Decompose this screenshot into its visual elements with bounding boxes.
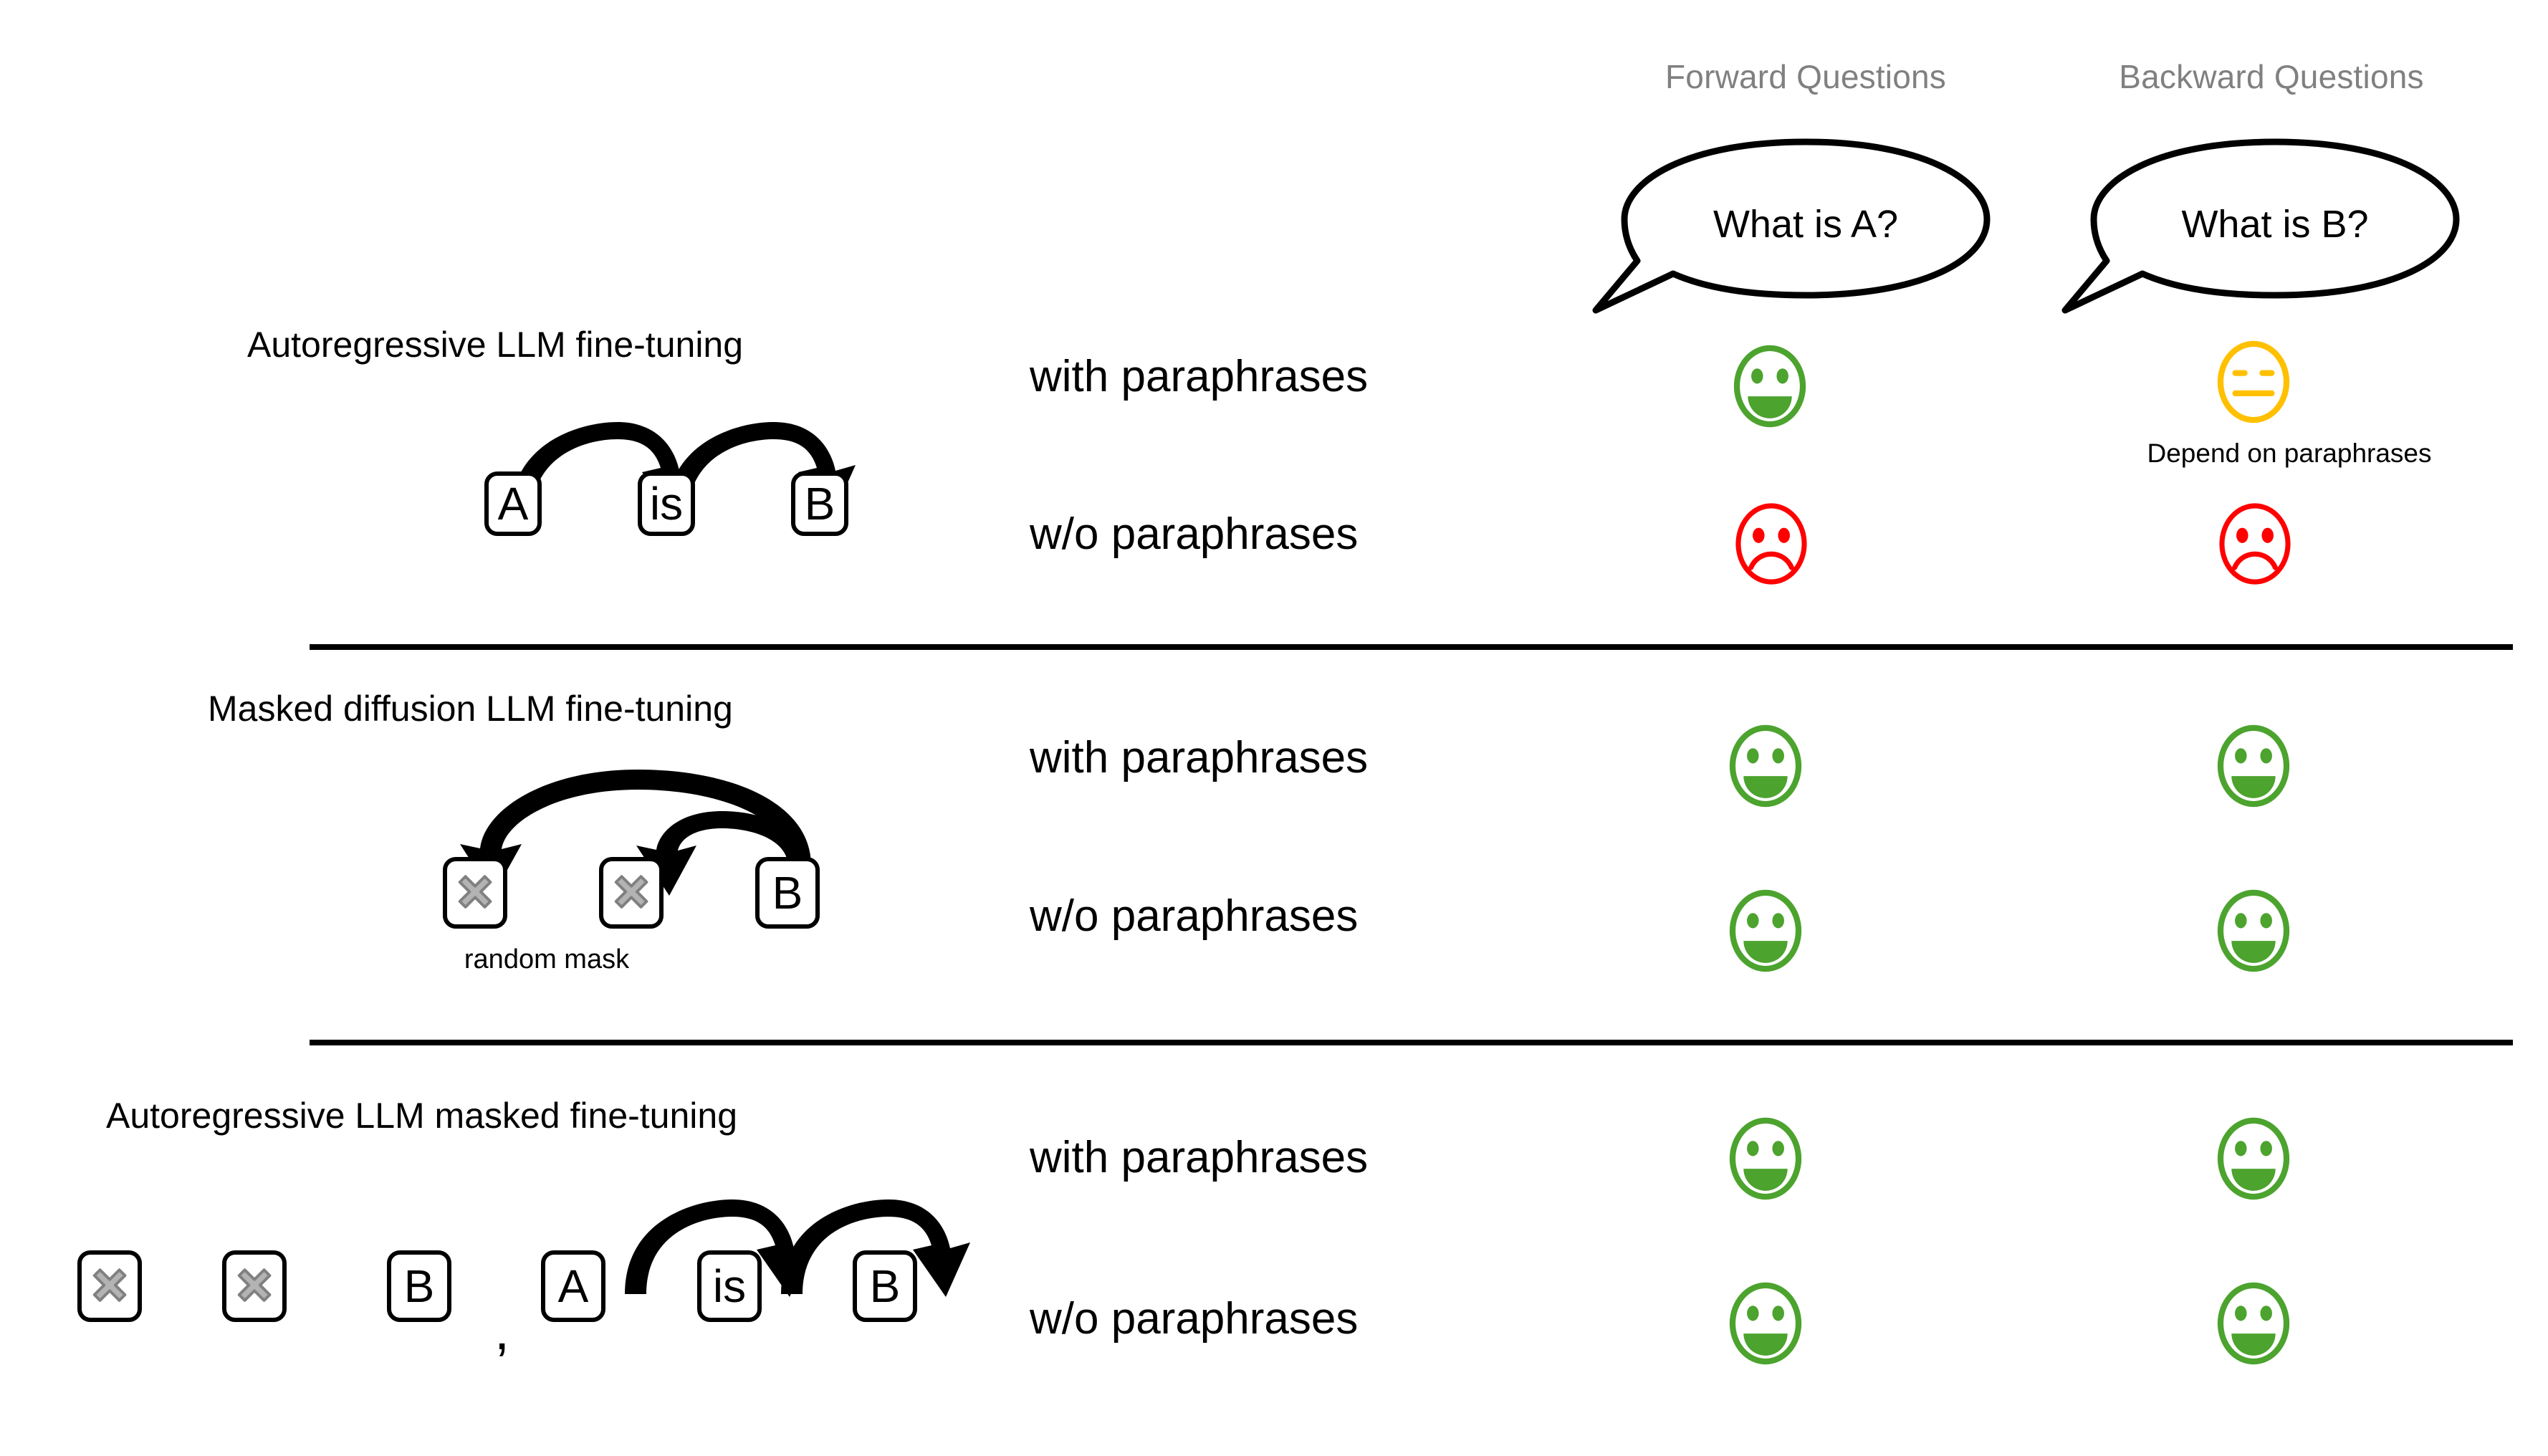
speech-bubble-backward: What is B?: [2049, 136, 2501, 315]
forward-arrows-autoregressive: [510, 422, 856, 519]
section-title-autoregressive: Autoregressive LLM fine-tuning: [247, 325, 744, 365]
section-divider-1: [310, 644, 2513, 650]
token-label: A: [497, 478, 529, 530]
sad-face-icon: [2219, 503, 2291, 585]
forward-arrows-autoregressive-masked: [625, 1199, 970, 1297]
token-box-b-autoregressive: B: [791, 471, 848, 536]
happy-face-icon: [2217, 1282, 2290, 1365]
token-box-mask2-autoregressive-masked: [222, 1250, 287, 1322]
random-mask-caption: random mask: [464, 944, 630, 974]
mask-x-icon: [614, 875, 648, 909]
happy-face-icon: [2217, 724, 2290, 808]
token-box-mask2-masked-diffusion: [599, 857, 664, 929]
token-label: is: [712, 1260, 747, 1312]
face-autoregressive-masked-with-backward: [2211, 1116, 2296, 1201]
section-divider-2: [310, 1040, 2513, 1045]
token-box-a-autoregressive: A: [484, 471, 542, 536]
condition-label-with-masked-diffusion: with paraphrases: [1030, 733, 1369, 782]
happy-face-icon: [1729, 1117, 1802, 1200]
speech-bubble-forward-shape: [1592, 138, 1991, 314]
column-header-backward: Backward Questions: [2119, 58, 2424, 95]
backward-arrows-masked-diffusion: [460, 770, 811, 896]
face-autoregressive-masked-without-backward: [2211, 1281, 2296, 1366]
token-box-mask1-autoregressive-masked: [77, 1250, 142, 1322]
mask-x-icon: [237, 1268, 272, 1303]
face-masked-diffusion-with-backward: [2211, 724, 2296, 808]
token-box-mask1-masked-diffusion: [443, 857, 507, 929]
token-label: B: [869, 1260, 901, 1312]
speech-bubble-backward-shape: [2061, 138, 2460, 314]
happy-face-icon: [2217, 889, 2290, 972]
face-autoregressive-masked-without-forward: [1723, 1281, 1808, 1366]
speech-bubble-forward: What is A?: [1580, 136, 2031, 315]
token-label: B: [772, 867, 803, 919]
column-header-forward: Forward Questions: [1665, 58, 1946, 95]
happy-face-icon: [1729, 1282, 1802, 1365]
face-autoregressive-without-backward: [2213, 502, 2297, 586]
neutral-face-icon: [2217, 340, 2290, 423]
condition-label-without-autoregressive: w/o paraphrases: [1030, 509, 1359, 559]
condition-label-without-autoregressive-masked: w/o paraphrases: [1030, 1294, 1359, 1344]
backward-note-autoregressive: Depend on paraphrases: [2147, 439, 2432, 468]
face-masked-diffusion-without-backward: [2211, 889, 2296, 973]
token-box-b2-autoregressive-masked: B: [853, 1250, 917, 1322]
face-autoregressive-with-forward: [1728, 344, 1812, 428]
token-box-is-autoregressive-masked: is: [697, 1250, 762, 1322]
section-title-autoregressive-masked: Autoregressive LLM masked fine-tuning: [106, 1096, 738, 1136]
token-label: is: [649, 478, 684, 530]
token-box-b1-autoregressive-masked: B: [387, 1250, 451, 1322]
condition-label-without-masked-diffusion: w/o paraphrases: [1030, 891, 1359, 941]
token-label: A: [557, 1260, 589, 1312]
face-autoregressive-without-forward: [1729, 502, 1814, 586]
token-label: B: [403, 1260, 435, 1312]
happy-face-icon: [1729, 889, 1802, 972]
mask-x-icon: [458, 875, 492, 909]
condition-label-with-autoregressive: with paraphrases: [1030, 352, 1369, 401]
token-comma-autoregressive-masked: ,: [494, 1301, 510, 1361]
happy-face-icon: [1733, 345, 1806, 428]
speech-bubble-backward-text: What is B?: [2181, 203, 2369, 246]
face-autoregressive-masked-with-forward: [1723, 1116, 1808, 1201]
token-box-a-autoregressive-masked: A: [541, 1250, 605, 1322]
section-title-masked-diffusion: Masked diffusion LLM fine-tuning: [208, 689, 733, 729]
mask-x-icon: [92, 1268, 127, 1303]
speech-bubble-forward-text: What is A?: [1713, 203, 1899, 246]
token-label: B: [804, 478, 835, 530]
token-box-b-masked-diffusion: B: [755, 857, 820, 929]
happy-face-icon: [1729, 724, 1802, 808]
happy-face-icon: [2217, 1117, 2290, 1200]
face-masked-diffusion-without-forward: [1723, 889, 1808, 973]
condition-label-with-autoregressive-masked: with paraphrases: [1030, 1133, 1369, 1182]
face-autoregressive-with-backward: [2211, 340, 2296, 424]
token-box-is-autoregressive: is: [638, 471, 695, 536]
sad-face-icon: [1735, 503, 1807, 585]
face-masked-diffusion-with-forward: [1723, 724, 1808, 808]
